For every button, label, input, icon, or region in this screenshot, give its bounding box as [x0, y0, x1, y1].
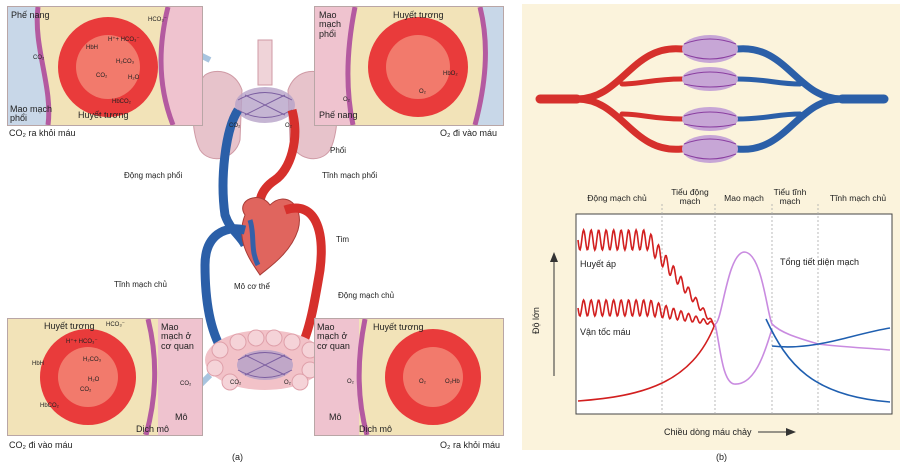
y-axis-arrowhead [550, 252, 558, 262]
hco3-label: HCO₃⁻ [106, 322, 125, 328]
x-axis-label: Chiều dòng máu chảy [664, 428, 752, 437]
co2-right-label: CO₂ [180, 381, 191, 387]
lung-capillary-label: Mao mạch phổi [10, 105, 54, 124]
plasma-label: Huyết tương [393, 11, 443, 20]
pulmonary-artery-label: Động mạch phổi [124, 172, 182, 180]
o2-out-caption: O₂ ra khỏi máu [440, 441, 500, 450]
hbco2-label: HbCO₂ [40, 403, 59, 409]
panel-a: CO₂ O₂ Phổi Động mạch phổi Tĩnh mạch phổ… [0, 0, 510, 465]
organ-capillary-label: Mao mạch ở cơ quan [317, 323, 359, 351]
vena-cava-label: Tĩnh mạch chủ [114, 281, 167, 289]
lung-label: Phổi [330, 147, 346, 155]
pulmonary-vein-label: Tĩnh mạch phổi [322, 172, 377, 180]
tissue-fluid-label: Dịch mô [136, 425, 169, 434]
hco3-label: HCO₃⁻ [148, 17, 167, 23]
h2o-label: H₂O [88, 377, 99, 383]
body-tissue-label: Mô cơ thể [234, 283, 270, 291]
inset-o2-in: Mao mạch phổi Huyết tương HbO₂ O₂ O₂ Phế… [314, 6, 504, 126]
hbo2-label: HbO₂ [443, 71, 458, 77]
alveolus-label: Phế nang [11, 11, 50, 20]
co2-left-label: CO₂ [33, 55, 44, 61]
inset-co2-out: Phế nang HCO₃⁻ HbH H⁺+ HCO₃⁻ CO₂ H₂CO₃ C… [7, 6, 203, 126]
inset-o2-out: Mao mạch ở cơ quan Huyết tương O₂ O₂ O₂H… [314, 318, 504, 436]
panel-b-caption: (b) [716, 453, 727, 462]
o2-left-label: O₂ [347, 379, 354, 385]
lung-co2-label: CO₂ [229, 123, 240, 129]
hbh-label: HbH [86, 45, 98, 51]
heart-label: Tim [336, 236, 349, 244]
h2co3-label: H₂CO₃ [116, 59, 134, 65]
lung-o2-label: O₂ [285, 123, 292, 129]
tissue-label: Mô [329, 413, 342, 422]
tissue-o2-label: O₂ [284, 380, 291, 386]
blood-flow-chart [522, 4, 900, 450]
co2-out-caption: CO₂ ra khỏi máu [9, 129, 76, 138]
o2-mid-label: O₂ [419, 379, 426, 385]
o2-in-caption: O₂ đi vào máu [440, 129, 497, 138]
co2-mid-label: CO₂ [80, 387, 91, 393]
tissue-fluid-label: Dịch mô [359, 425, 392, 434]
blood-pressure-label: Huyết áp [580, 260, 616, 269]
hbh-label: HbH [32, 361, 44, 367]
tissue-label: Mô [175, 413, 188, 422]
h2co3-label: H₂CO₃ [83, 357, 101, 363]
plasma-label: Huyết tương [373, 323, 423, 332]
alveolus-label: Phế nang [319, 111, 358, 120]
h2o-label: H₂O [128, 75, 139, 81]
x-axis-arrowhead [786, 428, 796, 436]
aorta-label: Động mạch chủ [338, 292, 394, 300]
panel-a-caption: (a) [232, 453, 243, 462]
hbco2-label: HbCO₂ [112, 99, 131, 105]
y-axis-label: Độ lớn [532, 307, 541, 334]
h-hco3-label: H⁺+ HCO₃⁻ [108, 37, 140, 43]
panel-b: Động mạch chủ Tiểu động mạch Mao mạch Ti… [522, 4, 900, 450]
tissue-co2-label: CO₂ [230, 380, 241, 386]
cross-section-label: Tổng tiết diện mạch [780, 258, 859, 267]
co2-mid-label: CO₂ [96, 73, 107, 79]
organ-capillary-label: Mao mạch ở cơ quan [161, 323, 201, 351]
o2hb-label: O₂Hb [445, 379, 460, 385]
blood-velocity-label: Vận tốc máu [580, 328, 631, 337]
plasma-label: Huyết tương [78, 111, 128, 120]
inset-co2-in: Huyết tương HCO₃⁻ H⁺+ HCO₃⁻ HbH H₂CO₃ H₂… [7, 318, 203, 436]
lung-capillary-label: Mao mạch phổi [319, 11, 359, 39]
co2-in-caption: CO₂ đi vào máu [9, 441, 73, 450]
o2-mid-label: O₂ [419, 89, 426, 95]
h-hco3-label: H⁺+ HCO₃⁻ [66, 339, 98, 345]
plasma-label: Huyết tương [44, 322, 94, 331]
o2-left-label: O₂ [343, 97, 350, 103]
